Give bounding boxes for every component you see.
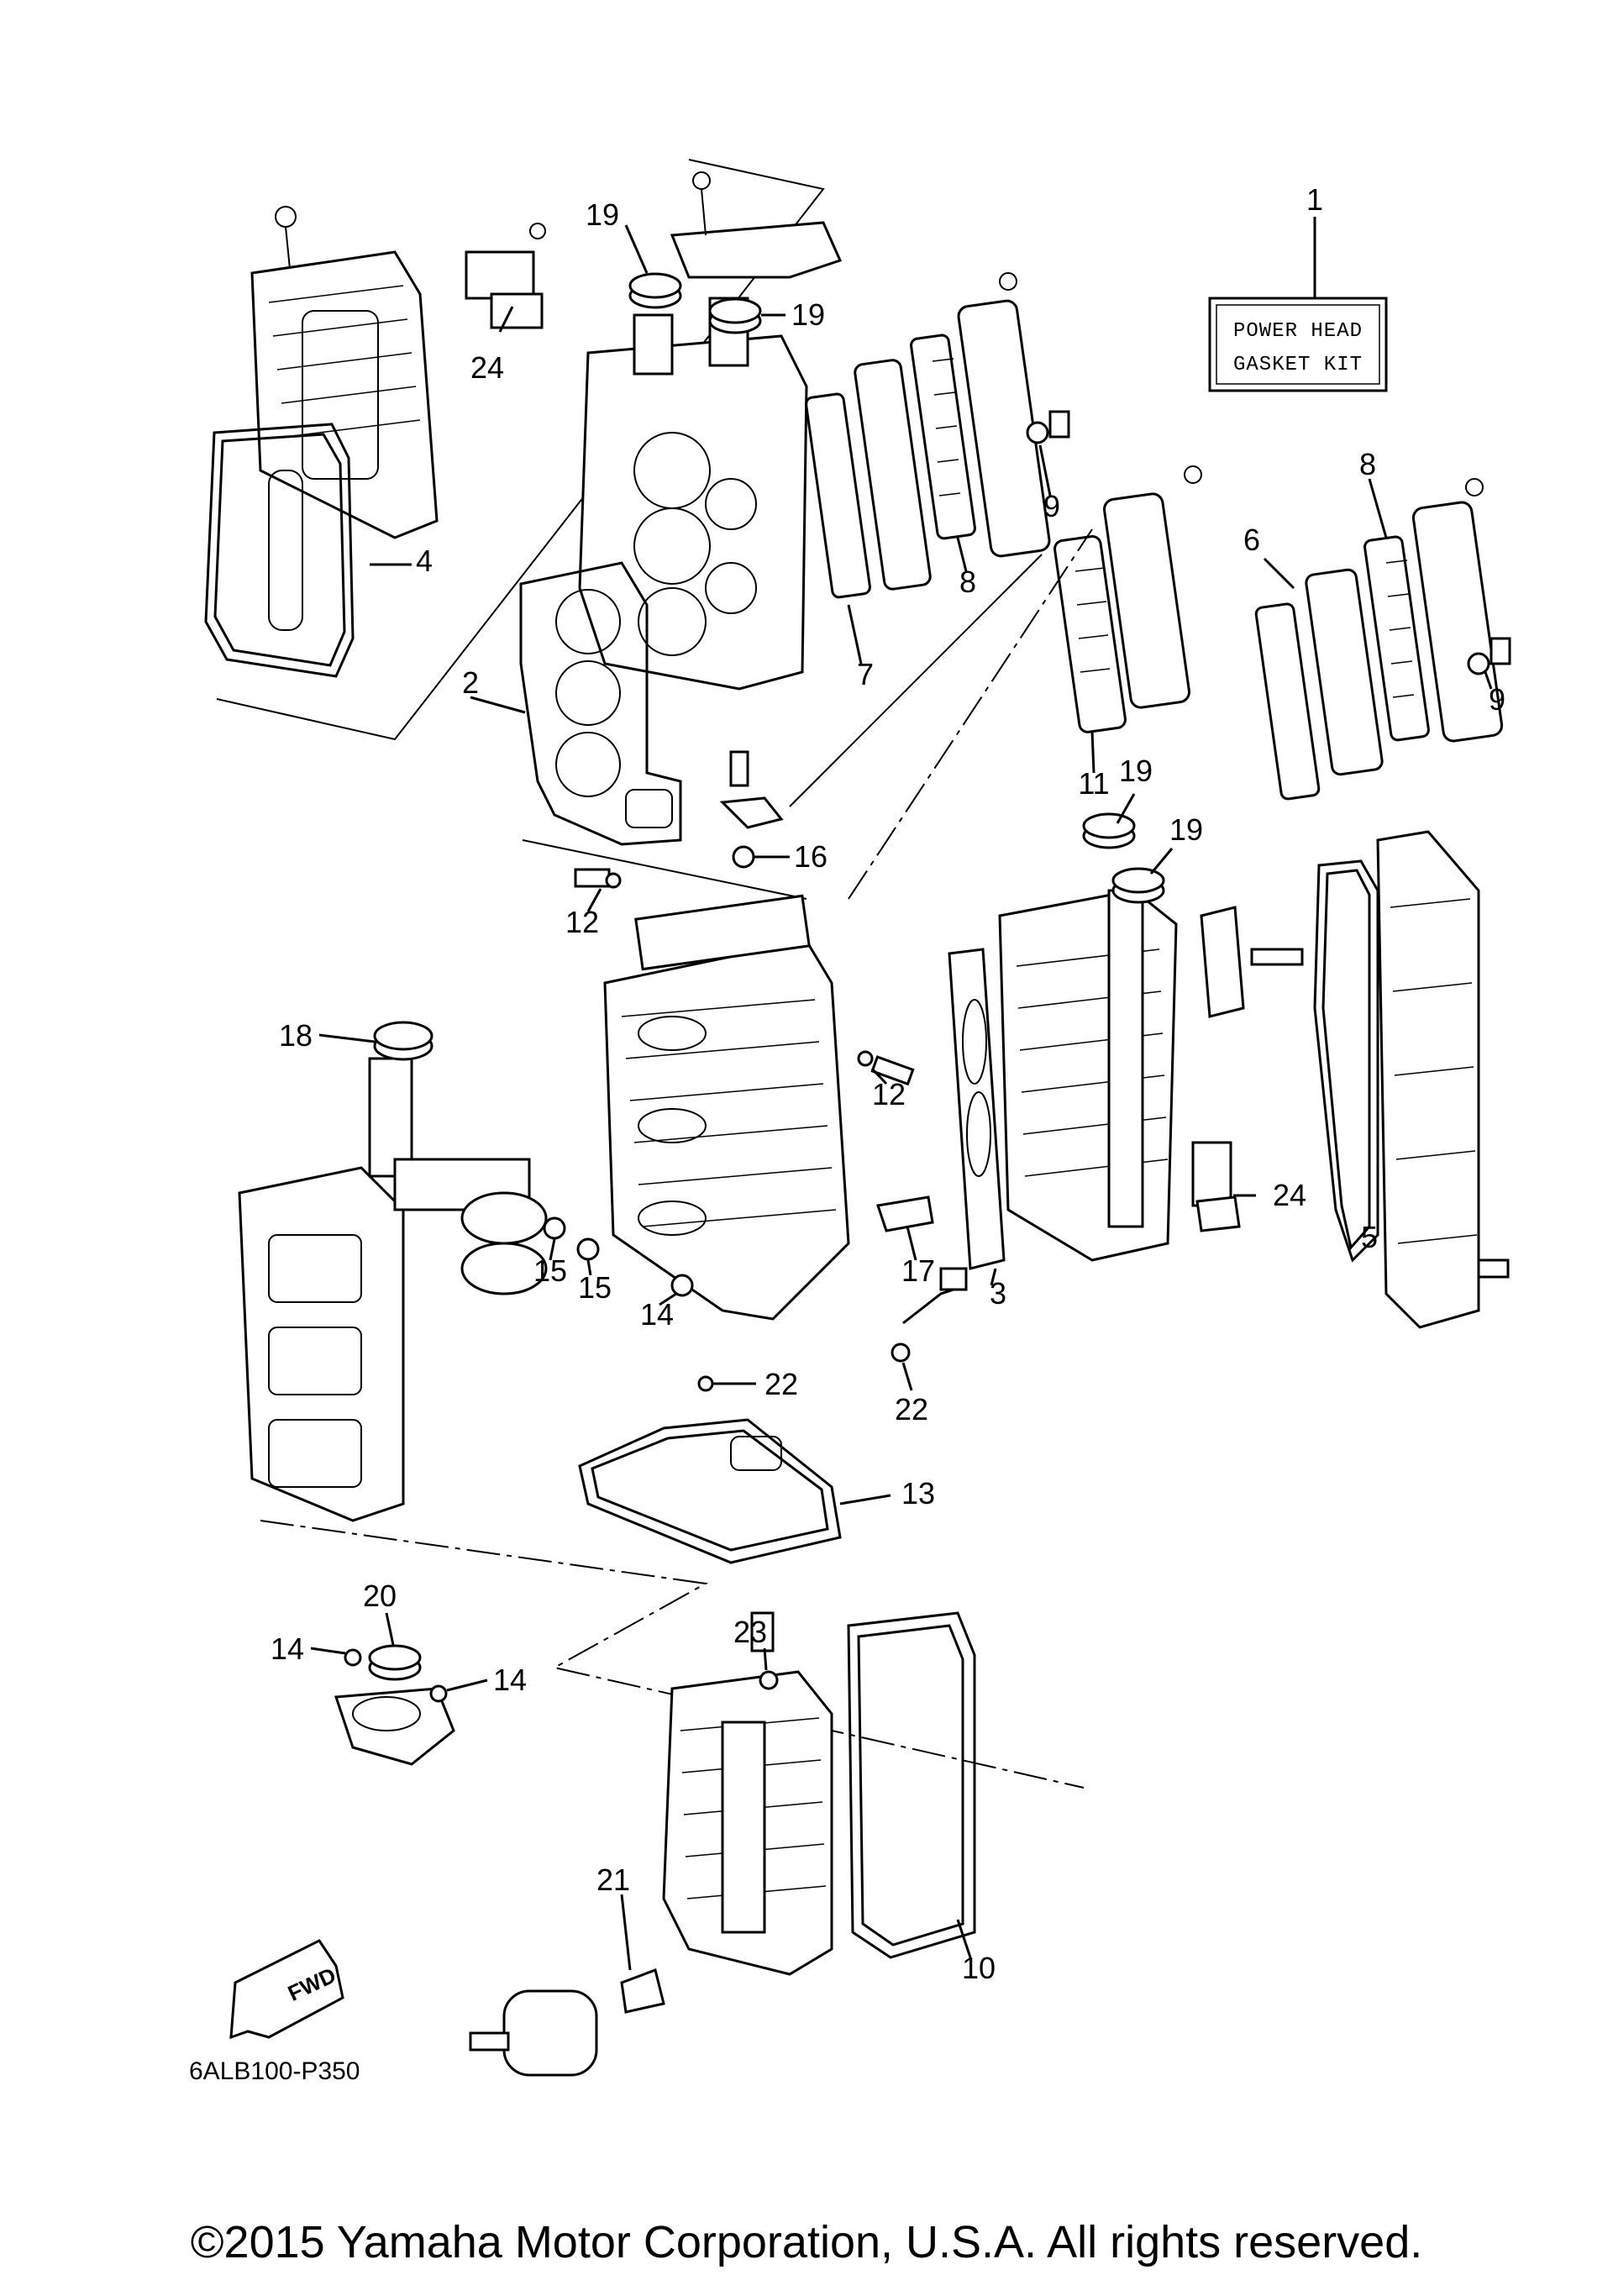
oil-seal-20 — [368, 1644, 422, 1681]
gasket-11 — [1053, 535, 1127, 733]
callout-8b: 8 — [1359, 447, 1376, 481]
callout-22a: 22 — [764, 1367, 798, 1401]
callout-21: 21 — [596, 1863, 630, 1897]
gasket-8-upper — [910, 334, 976, 540]
oil-seal-19-lower-a — [1082, 812, 1136, 849]
o-ring-14-left — [344, 1648, 362, 1667]
callout-12b: 12 — [872, 1077, 906, 1111]
cam-cap-lower — [1200, 906, 1304, 1018]
callout-14c: 14 — [640, 1297, 674, 1332]
callout-22b: 22 — [895, 1392, 928, 1426]
fwd-arrow-icon: FWD — [229, 1939, 344, 2040]
callout-13: 13 — [901, 1476, 935, 1511]
o-ring-22-a — [697, 1375, 714, 1392]
oil-pump — [334, 1687, 455, 1766]
callout-20: 20 — [363, 1579, 397, 1613]
gasket-21 — [620, 1968, 665, 2014]
oil-seal-19-lower-b — [1111, 867, 1165, 904]
o-ring-15-a — [543, 1216, 566, 1240]
o-ring-14-block — [670, 1274, 694, 1297]
callout-14b: 14 — [493, 1663, 527, 1697]
exhaust-inner-cover — [854, 359, 932, 591]
bracket-17 — [876, 1195, 934, 1232]
callout-15a: 15 — [533, 1253, 567, 1288]
callout-1: 1 — [1306, 182, 1323, 217]
gasket-6 — [1254, 602, 1321, 801]
exhaust-outer-cover-upper — [957, 272, 1051, 558]
upper-cylinder-head — [578, 297, 808, 691]
callout-24b: 24 — [1273, 1178, 1306, 1212]
plug-23 — [750, 1611, 779, 1690]
valve-cover-lower-right — [1376, 830, 1510, 1329]
callout-19b: 19 — [791, 297, 825, 332]
o-ring-14-right — [429, 1684, 448, 1703]
valve-cover-gasket-5 — [1313, 859, 1379, 1263]
cam-cap-upper — [670, 171, 843, 279]
callout-6: 6 — [1243, 523, 1260, 557]
valve-cover-gasket-4 — [204, 423, 355, 678]
sensor-bracket-24-lower — [1191, 1141, 1241, 1232]
copyright-notice: ©2015 Yamaha Motor Corporation, U.S.A. A… — [190, 2217, 1423, 2267]
callout-19a: 19 — [586, 197, 619, 232]
callout-19d: 19 — [1169, 812, 1203, 847]
exhaust-inner-cover-right — [1305, 568, 1384, 776]
kit-box-line2: GASKET KIT — [1233, 354, 1363, 376]
callout-18: 18 — [279, 1018, 313, 1053]
reference-code: 6ALB100-P350 — [189, 2057, 360, 2085]
leader-lines — [310, 217, 1493, 1971]
callout-5: 5 — [1361, 1220, 1378, 1254]
callout-4: 4 — [416, 544, 433, 578]
callout-7: 7 — [857, 657, 874, 691]
callout-15b: 15 — [578, 1270, 612, 1305]
lower-cylinder-head — [998, 889, 1178, 1262]
callout-10: 10 — [962, 1951, 996, 1985]
cylinder-head-gasket-2 — [519, 561, 682, 846]
oil-seal-18 — [373, 1021, 433, 1061]
callout-labels: 1 2 3 4 5 6 7 8 8 9 9 10 11 12 12 13 14 … — [271, 182, 1505, 1985]
callout-9a: 9 — [1043, 489, 1060, 523]
gasket-13 — [578, 1418, 842, 1564]
bolt-12-lower — [857, 1050, 915, 1086]
bolt-12-upper — [574, 868, 622, 889]
callout-14a: 14 — [271, 1631, 304, 1666]
power-head-gasket-kit-box: POWER HEAD GASKET KIT — [1208, 297, 1388, 392]
o-ring-22-b — [891, 1342, 911, 1363]
gasket-10 — [847, 1611, 976, 1959]
callout-3: 3 — [990, 1276, 1006, 1311]
cylinder-block — [603, 894, 850, 1321]
crankshaft — [368, 1057, 548, 1295]
sensor-bracket-24-upper — [465, 223, 546, 329]
oil-seal-19-right — [708, 297, 762, 334]
thermostat-housing — [469, 1989, 598, 2077]
callout-9b: 9 — [1489, 682, 1505, 717]
valve-cover-upper-left — [250, 206, 439, 539]
gasket-8-right — [1363, 535, 1430, 742]
gasket-3 — [948, 948, 1006, 1270]
callout-12a: 12 — [565, 905, 599, 939]
thermostat-cap-16 — [719, 750, 784, 869]
plug-9-right — [1467, 637, 1511, 675]
callout-16: 16 — [794, 839, 828, 874]
exhaust-manifold — [662, 1670, 833, 1976]
exhaust-outer-cover-right — [1411, 478, 1504, 743]
crankcase-left — [238, 1166, 405, 1522]
kit-box-line1: POWER HEAD — [1233, 320, 1363, 343]
plug-9-upper — [1026, 410, 1070, 444]
callout-19c: 19 — [1119, 754, 1153, 788]
callout-8a: 8 — [959, 565, 976, 599]
callout-2: 2 — [462, 665, 479, 700]
callout-23: 23 — [733, 1615, 767, 1649]
o-ring-15-b — [576, 1237, 600, 1261]
water-pipe-22 — [902, 1267, 968, 1325]
gasket-7 — [805, 392, 871, 599]
callout-11: 11 — [1078, 766, 1109, 801]
exhaust-cover-mid — [1102, 465, 1202, 709]
callout-17: 17 — [901, 1253, 935, 1288]
oil-seal-19-left — [628, 272, 682, 309]
callout-24a: 24 — [470, 350, 504, 385]
